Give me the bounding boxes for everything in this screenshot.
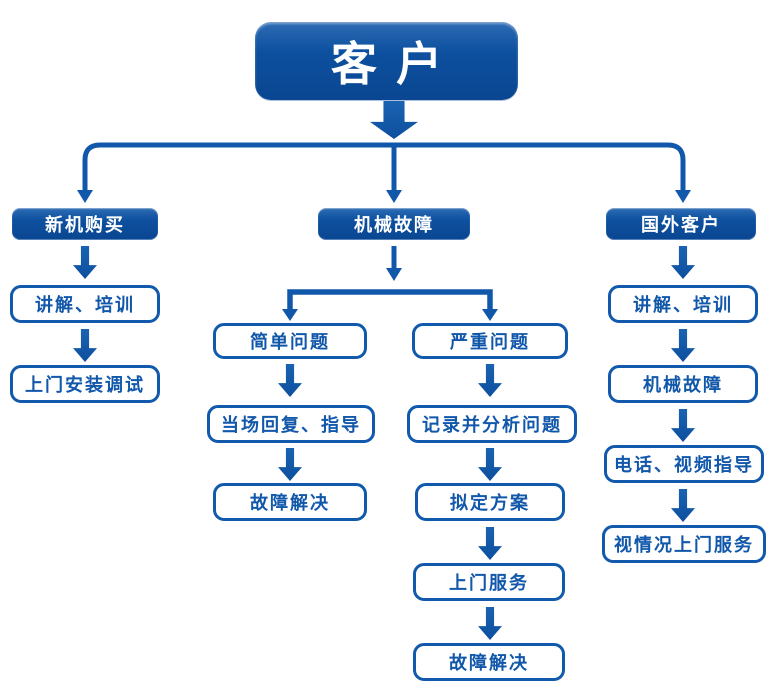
down-arrow-icon bbox=[671, 329, 695, 362]
node-fault-resolved-simple: 故障解决 bbox=[213, 483, 367, 521]
node-mechanical-failure: 机械故障 bbox=[318, 208, 470, 240]
node-new-machine-purchase: 新机购买 bbox=[12, 208, 158, 240]
down-arrow-icon bbox=[478, 527, 502, 560]
down-arrow-icon bbox=[671, 246, 695, 279]
node-onspot-reply-guidance: 当场回复、指导 bbox=[207, 405, 375, 443]
top-branch-connector bbox=[77, 142, 691, 203]
node-fault-resolved-serious: 故障解决 bbox=[413, 643, 565, 681]
down-arrow-icon bbox=[278, 448, 302, 481]
node-simple-problem: 简单问题 bbox=[213, 323, 367, 359]
node-onsite-service-as-needed: 视情况上门服务 bbox=[602, 525, 766, 563]
down-arrow-icon bbox=[370, 101, 418, 139]
down-arrow-icon bbox=[73, 329, 97, 362]
node-serious-problem: 严重问题 bbox=[412, 323, 568, 359]
node-phone-video-guidance: 电话、视频指导 bbox=[604, 445, 764, 483]
down-arrow-icon bbox=[478, 448, 502, 481]
node-onsite-service: 上门服务 bbox=[413, 563, 565, 601]
down-arrow-icon bbox=[671, 489, 695, 522]
node-mechanical-failure-right: 机械故障 bbox=[608, 365, 758, 403]
node-customer: 客户 bbox=[255, 22, 518, 100]
down-arrow-icon bbox=[478, 607, 502, 640]
node-explain-training-right: 讲解、培训 bbox=[608, 285, 758, 323]
down-arrow-icon bbox=[73, 246, 97, 279]
node-draft-plan: 拟定方案 bbox=[415, 483, 565, 521]
node-foreign-customer: 国外客户 bbox=[606, 208, 756, 240]
node-record-analyze-problem: 记录并分析问题 bbox=[407, 405, 577, 443]
middle-branch-connector bbox=[282, 246, 498, 321]
node-onsite-install-debug: 上门安装调试 bbox=[10, 365, 160, 403]
down-arrow-icon bbox=[478, 364, 502, 397]
node-explain-training: 讲解、培训 bbox=[10, 285, 160, 323]
down-arrow-icon bbox=[278, 364, 302, 397]
down-arrow-icon bbox=[671, 409, 695, 442]
